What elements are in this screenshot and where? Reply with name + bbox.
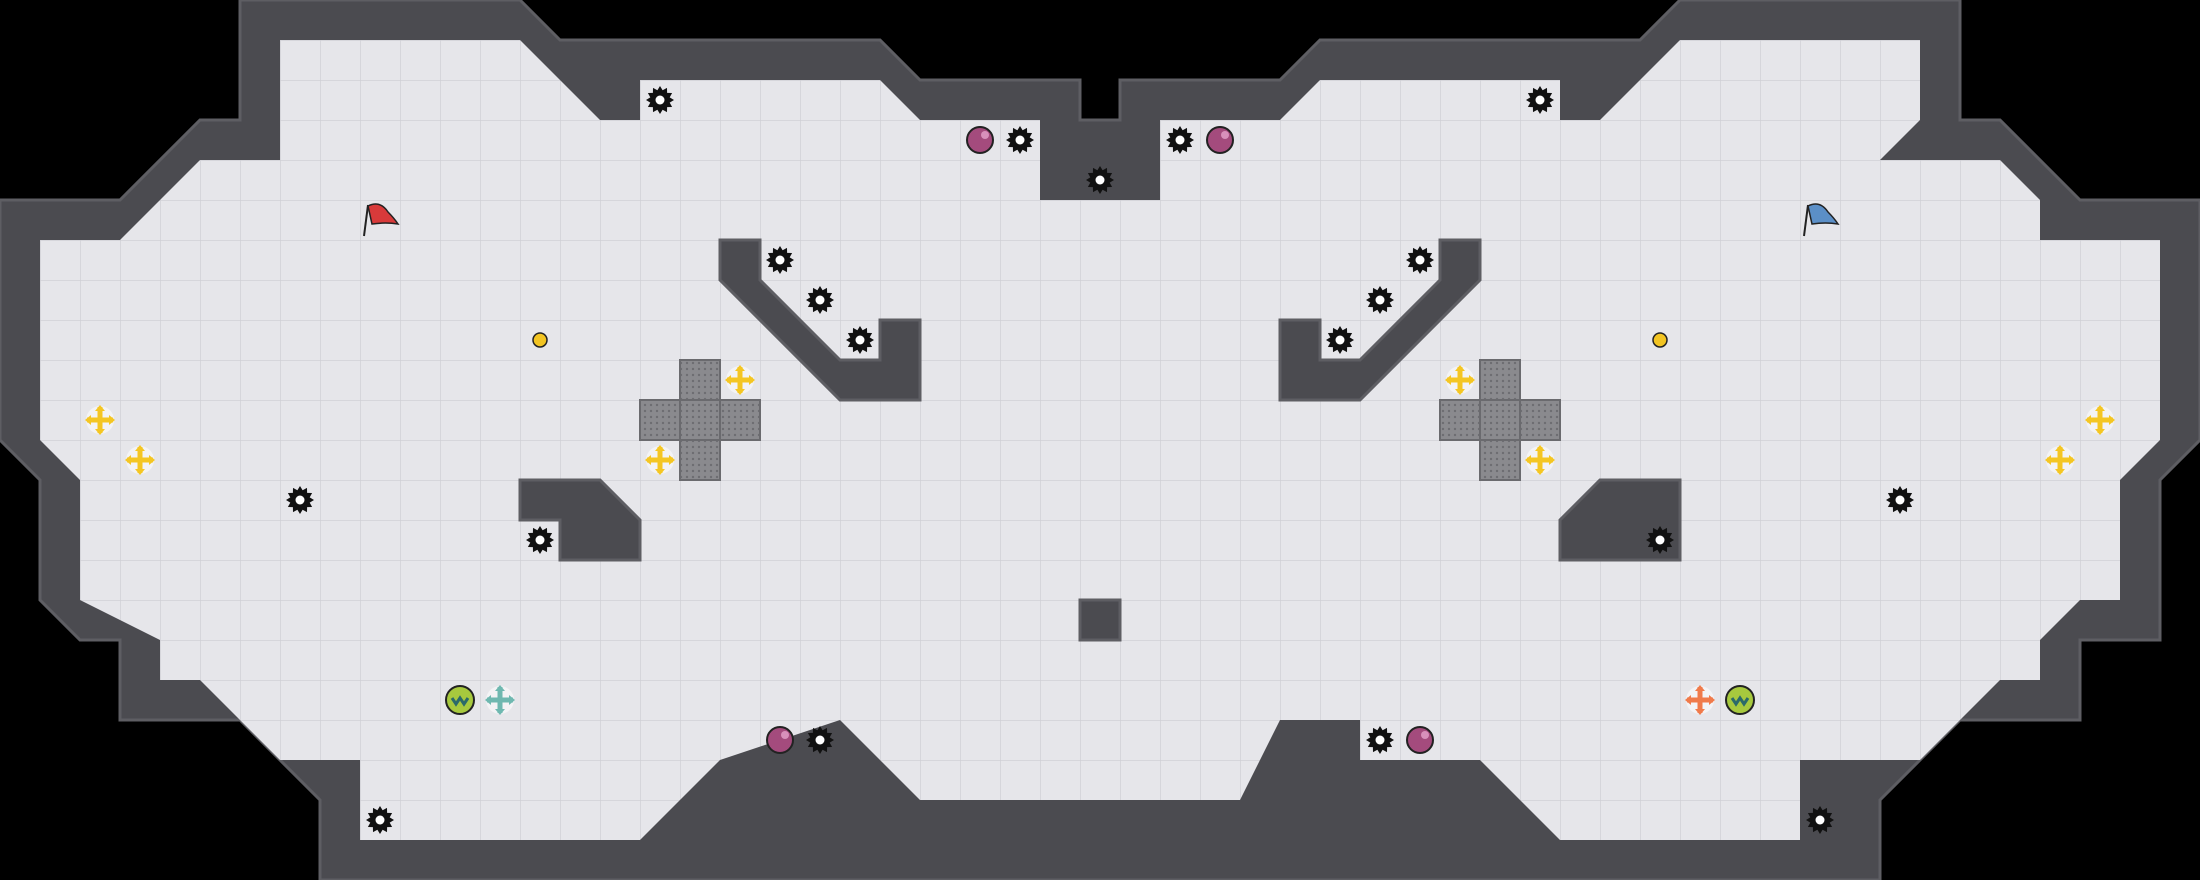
bomb-block-left [639, 359, 761, 481]
spike-icon [286, 486, 314, 514]
spike-icon [1366, 726, 1394, 754]
portal-icon [532, 332, 548, 348]
spike-icon [1326, 326, 1354, 354]
red-boost-icon [1685, 685, 1715, 715]
spike-icon [646, 86, 674, 114]
boost-icon [2045, 445, 2075, 475]
spike-icon [846, 326, 874, 354]
spike-icon [1646, 526, 1674, 554]
boost-icon [645, 445, 675, 475]
portal-icon [1652, 332, 1668, 348]
spike-icon [1886, 486, 1914, 514]
bomb-icon [966, 126, 994, 154]
spike-icon [526, 526, 554, 554]
inner-walls [518, 238, 1682, 642]
blue-boost-icon [485, 685, 515, 715]
bomb-icon [1406, 726, 1434, 754]
spike-icon [1406, 246, 1434, 274]
spike-icon [1526, 86, 1554, 114]
boost-icon [125, 445, 155, 475]
bomb-block-right [1439, 359, 1561, 481]
map-items [85, 86, 2115, 834]
spike-icon [806, 726, 834, 754]
red-flag [363, 203, 400, 237]
spike-icon [1006, 126, 1034, 154]
boost-icon [725, 365, 755, 395]
boost-icon [85, 405, 115, 435]
boost-icon [1445, 365, 1475, 395]
spike-icon [1806, 806, 1834, 834]
powerup-icon [1725, 685, 1755, 715]
blue-flag [1803, 203, 1840, 237]
spike-icon [366, 806, 394, 834]
bomb-icon [766, 726, 794, 754]
spike-icon [1166, 126, 1194, 154]
spike-icon [806, 286, 834, 314]
floor [40, 40, 2160, 840]
spike-icon [766, 246, 794, 274]
powerup-icon [445, 685, 475, 715]
boost-icon [1525, 445, 1555, 475]
spike-icon [1366, 286, 1394, 314]
bomb-icon [1206, 126, 1234, 154]
spike-icon [1086, 166, 1114, 194]
boost-icon [2085, 405, 2115, 435]
